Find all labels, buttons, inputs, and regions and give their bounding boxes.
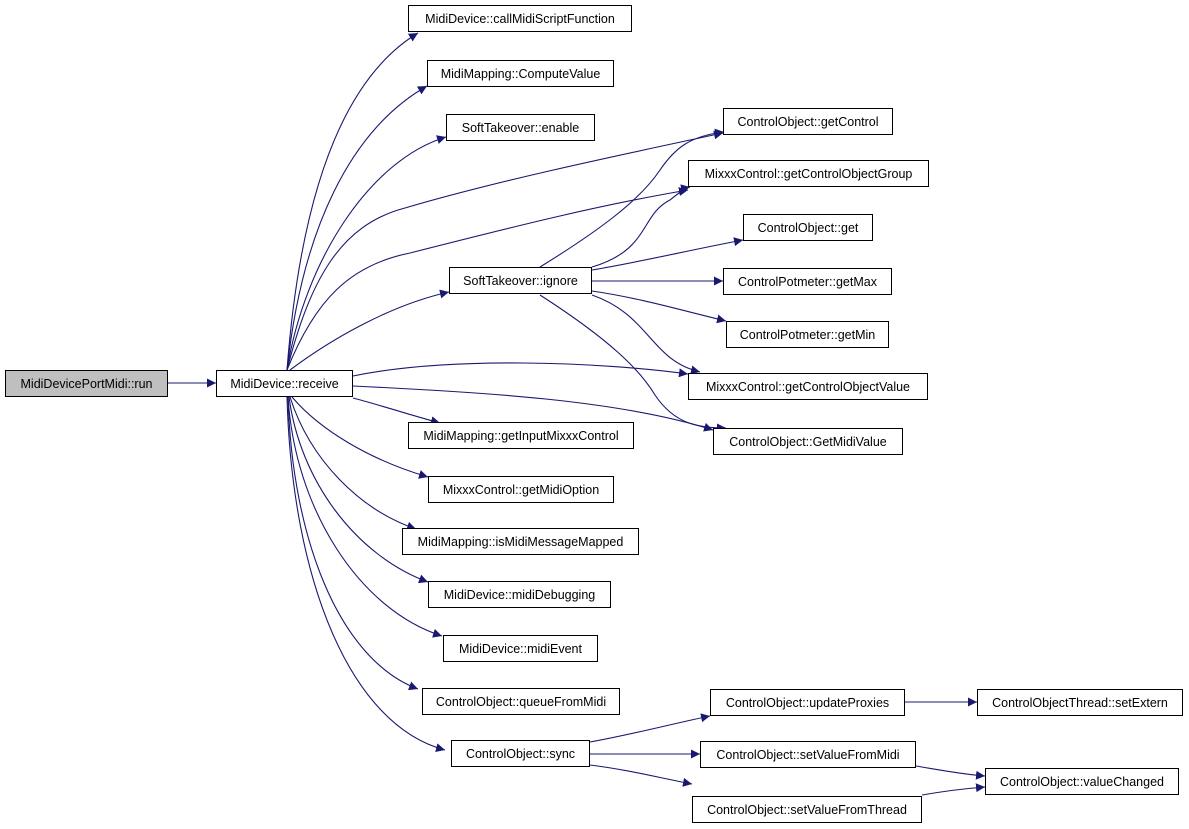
edge-receive-isMidiMessageMapped [289, 396, 417, 531]
edge-ignore-getControlObjectGroup [591, 184, 691, 268]
edge-ignore-getMidiValue [539, 294, 727, 433]
edge-ignore-getControl [539, 128, 725, 268]
edge-receive-computeValue [286, 85, 428, 371]
edge-setValueFromMidi-valueChanged [915, 765, 986, 780]
node-valueChanged[interactable]: ControlObject::valueChanged [985, 768, 1179, 795]
edge-sync-updateProxies [589, 713, 711, 743]
edge-receive-getMidiValue [352, 385, 714, 432]
node-enable[interactable]: SoftTakeover::enable [446, 114, 595, 141]
edge-receive-midiDebugging [288, 396, 429, 584]
node-midiEvent[interactable]: MidiDevice::midiEvent [443, 635, 598, 662]
node-setExtern[interactable]: ControlObjectThread::setExtern [977, 689, 1183, 716]
node-getMidiValue[interactable]: ControlObject::GetMidiValue [713, 428, 903, 455]
edge-receive-callMidiScriptFunction [286, 32, 419, 371]
edge-ignore-getControlObjectValue [591, 294, 701, 375]
edge-ignore-getMin [591, 290, 727, 324]
node-setValueFromThread[interactable]: ControlObject::setValueFromThread [692, 796, 922, 823]
node-getControlObjectValue[interactable]: MixxxControl::getControlObjectValue [688, 373, 928, 400]
node-getControlObjectGroup[interactable]: MixxxControl::getControlObjectGroup [688, 160, 929, 187]
edge-ignore-get [591, 237, 744, 271]
edge-receive-midiEvent [287, 396, 443, 638]
edge-setValueFromThread-valueChanged [921, 783, 986, 796]
node-getMin[interactable]: ControlPotmeter::getMin [726, 321, 889, 348]
edge-receive-sync [286, 396, 446, 753]
edge-receive-getControlObjectGroup [286, 187, 689, 371]
edge-receive-getMidiOption [291, 396, 429, 479]
node-setValueFromMidi[interactable]: ControlObject::setValueFromMidi [700, 741, 916, 768]
node-getInputMixxxControl[interactable]: MidiMapping::getInputMixxxControl [408, 422, 634, 449]
edge-receive-getControlObjectValue [352, 362, 689, 378]
node-run: MidiDevicePortMidi::run [5, 370, 168, 397]
node-getMax[interactable]: ControlPotmeter::getMax [723, 268, 892, 295]
edge-sync-setValueFromThread [589, 764, 693, 787]
node-sync[interactable]: ControlObject::sync [451, 740, 590, 767]
edge-receive-queueFromMidi [287, 396, 419, 691]
edge-receive-ignore [289, 289, 450, 371]
edge-receive-getInputMixxxControl [352, 397, 441, 426]
edge-receive-enable [286, 135, 447, 371]
node-callMidiScriptFunction[interactable]: MidiDevice::callMidiScriptFunction [408, 5, 632, 32]
edge-receive-getControl [286, 130, 724, 371]
node-get[interactable]: ControlObject::get [743, 214, 873, 241]
node-midiDebugging[interactable]: MidiDevice::midiDebugging [428, 581, 611, 608]
node-getMidiOption[interactable]: MixxxControl::getMidiOption [428, 476, 614, 503]
node-receive[interactable]: MidiDevice::receive [216, 370, 353, 397]
node-getControl[interactable]: ControlObject::getControl [723, 108, 893, 135]
node-queueFromMidi[interactable]: ControlObject::queueFromMidi [422, 688, 620, 715]
node-isMidiMessageMapped[interactable]: MidiMapping::isMidiMessageMapped [402, 528, 639, 555]
node-updateProxies[interactable]: ControlObject::updateProxies [710, 689, 905, 716]
node-ignore[interactable]: SoftTakeover::ignore [449, 267, 592, 294]
node-computeValue[interactable]: MidiMapping::ComputeValue [427, 60, 614, 87]
